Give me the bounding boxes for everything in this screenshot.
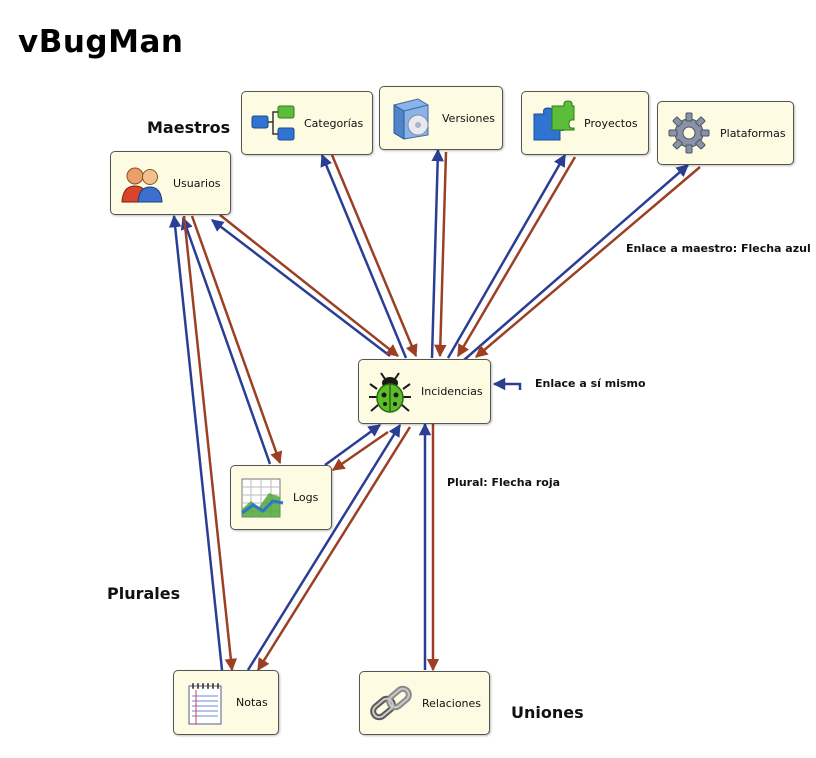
- node-label: Relaciones: [422, 696, 482, 710]
- link-incidencias-to-notas: [256, 426, 412, 672]
- node-label: Usuarios: [173, 176, 221, 190]
- node-label: Plataformas: [720, 126, 786, 140]
- link-usuarios-to-incidencias: [219, 214, 399, 357]
- legend-red-arrow: Plural: Flecha roja: [447, 476, 561, 489]
- gear-icon: [668, 112, 710, 154]
- link-incidencias-to-proyectos: [446, 153, 567, 359]
- link-usuarios-to-logs: [190, 215, 283, 465]
- link-versiones-to-incidencias: [434, 151, 448, 358]
- section-label-maestros: Maestros: [147, 118, 231, 137]
- link-logs-to-incidencias: [324, 423, 382, 467]
- legend-self-link: Enlace a sí mismo: [535, 377, 646, 390]
- users-icon: [121, 167, 163, 203]
- legend-blue-arrow: Enlace a maestro: Flecha azul: [626, 242, 811, 255]
- link-incidencias-to-versiones: [430, 148, 444, 359]
- link-self-incidencias: [492, 377, 522, 391]
- link-logs-to-usuarios: [180, 216, 272, 465]
- node-label: Categorías: [304, 116, 364, 130]
- node-categorias[interactable]: Categorías: [241, 91, 373, 155]
- puzzle-icon: [533, 100, 575, 141]
- link-usuarios-to-notas: [182, 215, 238, 672]
- node-label: Logs: [293, 491, 319, 504]
- bug-icon: [369, 371, 411, 413]
- node-label: Versiones: [442, 111, 495, 125]
- section-label-plurales: Plurales: [107, 584, 181, 603]
- link-incidencias-to-categorias: [320, 153, 408, 359]
- node-label: Incidencias: [421, 385, 483, 398]
- category-tree-icon: [251, 105, 295, 141]
- link-incidencias-to-usuarios: [211, 219, 391, 357]
- node-logs[interactable]: Logs: [230, 465, 332, 530]
- link-categorias-to-incidencias: [330, 154, 418, 358]
- node-proyectos[interactable]: Proyectos: [521, 91, 649, 155]
- node-versiones[interactable]: Versiones: [379, 86, 503, 150]
- chart-icon: [241, 478, 284, 517]
- link-notas-to-usuarios: [168, 214, 224, 671]
- notepad-icon: [188, 682, 222, 724]
- chain-link-icon: [370, 685, 412, 721]
- section-label-uniones: Uniones: [511, 703, 584, 722]
- link-notas-to-incidencias: [246, 423, 402, 671]
- link-plataformas-to-incidencias: [475, 166, 701, 358]
- software-box-icon: [393, 98, 429, 140]
- node-label: Notas: [236, 696, 268, 709]
- node-incidencias[interactable]: Incidencias: [358, 359, 491, 424]
- node-label: Proyectos: [584, 116, 638, 130]
- link-incidencias-to-plataformas: [463, 164, 689, 361]
- link-incidencias-to-logs: [331, 430, 389, 472]
- node-relaciones[interactable]: Relaciones: [359, 671, 490, 735]
- node-plataformas[interactable]: Plataformas: [657, 101, 794, 165]
- node-notas[interactable]: Notas: [173, 670, 279, 735]
- node-usuarios[interactable]: Usuarios: [110, 151, 231, 215]
- page-title: vBugMan: [18, 24, 184, 60]
- link-proyectos-to-incidencias: [456, 156, 577, 358]
